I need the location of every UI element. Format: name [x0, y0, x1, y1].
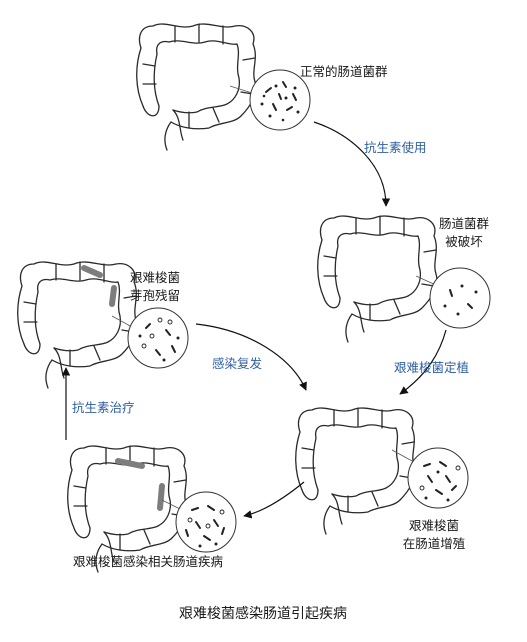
flora-circle-disrupted [429, 267, 491, 329]
step-recurrence: 感染复发 [212, 356, 263, 371]
infection-patch-2 [157, 483, 165, 511]
spore-patch-2 [109, 285, 117, 307]
flora-circle-colonized [407, 447, 469, 509]
flora-circle-spores [127, 307, 189, 369]
infection-patch-1 [115, 458, 145, 469]
step-colonization: 艰难梭菌定植 [394, 360, 469, 375]
arrow-to-cdi [243, 481, 305, 519]
label-flora-destroyed-line2: 被破坏 [445, 234, 483, 249]
label-proliferate-line2: 在肠道增殖 [403, 536, 466, 551]
label-cdi: 艰难梭菌感染相关肠道疾病 [73, 554, 223, 569]
label-normal-flora: 正常的肠道菌群 [300, 64, 388, 79]
arrow-recurrence [195, 323, 307, 391]
colon-normal [136, 23, 257, 151]
colon-spores-remain [17, 261, 138, 389]
step-antibiotic-treatment: 抗生素治疗 [72, 400, 135, 415]
arrow-colonization [399, 329, 447, 395]
arrow-antibiotic-use [313, 121, 391, 207]
label-proliferate-line1: 艰难梭菌 [409, 518, 459, 533]
colon-colonized [295, 407, 416, 535]
step-antibiotic-use: 抗生素使用 [364, 140, 427, 155]
colon-cdi [67, 445, 188, 573]
label-spores-remain-line2: 芽孢残留 [130, 288, 180, 303]
spore-patch-1 [81, 265, 103, 278]
flora-circle-cdi [175, 491, 237, 553]
label-spores-remain-line1: 艰难梭菌 [130, 270, 180, 285]
label-flora-destroyed-line1: 肠道菌群 [439, 216, 490, 231]
flora-circle-normal [249, 69, 311, 131]
diagram-caption: 艰难梭菌感染肠道引起疾病 [179, 605, 347, 622]
colon-disrupted [317, 215, 438, 343]
